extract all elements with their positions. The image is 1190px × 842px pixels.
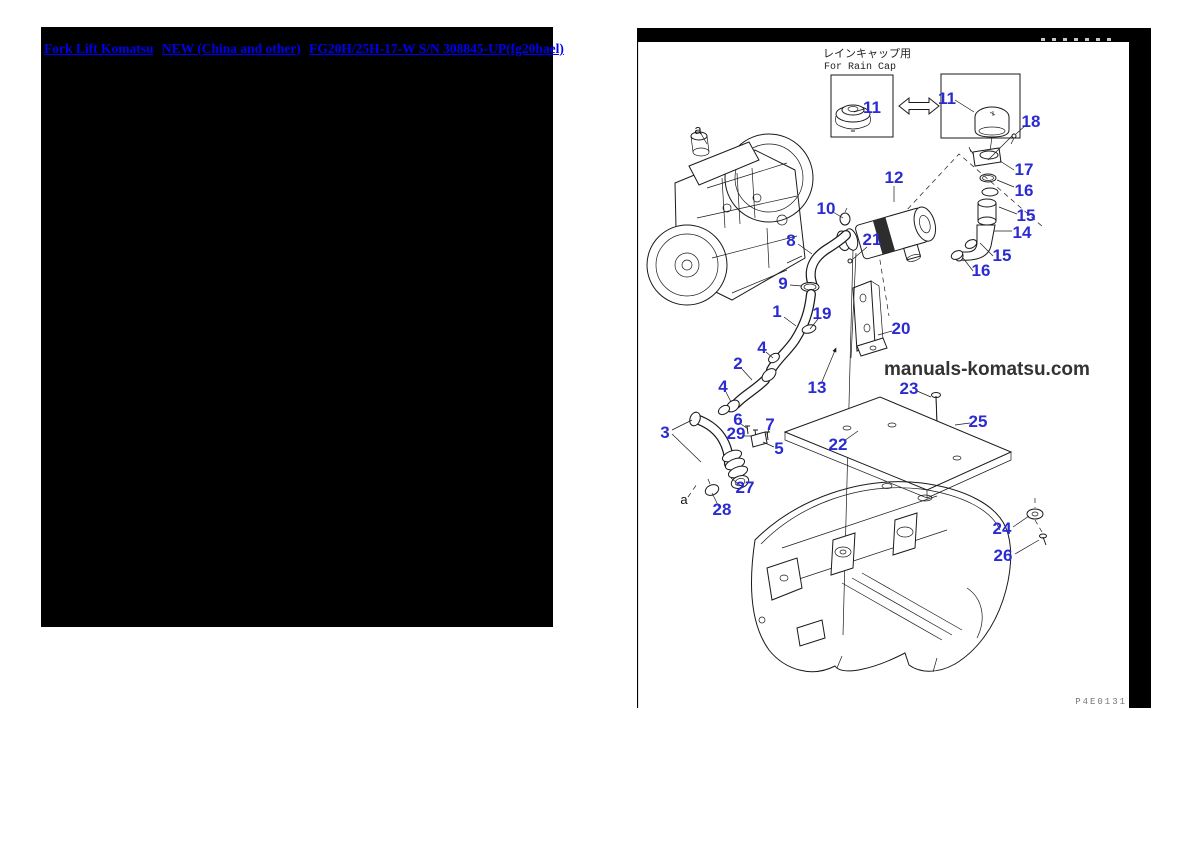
parts-diagram-svg: レインキャップ用 For Rain Cap <box>636 28 1151 708</box>
letter-a-hose: a <box>680 492 688 507</box>
callout-19[interactable]: 19 <box>813 304 832 323</box>
callout-16-upper[interactable]: 16 <box>1015 181 1034 200</box>
rain-cap-label-ja: レインキャップ用 <box>823 47 911 60</box>
callout-12[interactable]: 12 <box>885 168 904 187</box>
callout-23[interactable]: 23 <box>900 379 919 398</box>
callout-15-lower[interactable]: 15 <box>993 246 1012 265</box>
callout-21[interactable]: 21 <box>863 230 882 249</box>
callout-5[interactable]: 5 <box>774 439 783 458</box>
rain-cap-label-en: For Rain Cap <box>824 61 896 73</box>
callout-25[interactable]: 25 <box>969 412 988 431</box>
breadcrumb: Fork Lift Komatsu NEW (China and other) … <box>44 41 569 57</box>
clamp-28 <box>704 484 720 496</box>
elbow-27 <box>721 449 750 489</box>
callout-13[interactable]: 13 <box>808 378 827 397</box>
callout-11-dome[interactable]: 11 <box>938 89 956 108</box>
callout-4-lower[interactable]: 4 <box>718 377 728 396</box>
washer-24-screw-26 <box>1026 498 1047 546</box>
callout-10[interactable]: 10 <box>817 199 836 218</box>
clamp-10 <box>839 212 851 226</box>
header-tick-marks <box>1041 38 1111 41</box>
callout-28[interactable]: 28 <box>713 500 732 519</box>
callout-17[interactable]: 17 <box>1015 160 1034 179</box>
link-forklift-komatsu[interactable]: Fork Lift Komatsu <box>44 41 154 56</box>
link-serial-fig[interactable]: FG20H/25H-17-W S/N 308845-UP(fg20hael) <box>309 41 564 56</box>
letter-a-engine: a <box>694 122 702 137</box>
callout-22[interactable]: 22 <box>829 435 848 454</box>
callout-24[interactable]: 24 <box>993 519 1012 538</box>
callout-20[interactable]: 20 <box>892 319 911 338</box>
callout-29[interactable]: 29 <box>727 424 746 443</box>
callout-3[interactable]: 3 <box>660 423 669 442</box>
drawing-number: P4E0131 <box>1075 697 1127 707</box>
callout-9[interactable]: 9 <box>778 274 787 293</box>
callout-26[interactable]: 26 <box>994 546 1013 565</box>
callouts: 11 11 18 17 16 15 14 15 16 12 10 8 21 9 … <box>660 89 1040 565</box>
parts-diagram-page: レインキャップ用 For Rain Cap <box>636 28 1151 708</box>
link-model-family[interactable]: NEW (China and other) <box>161 41 301 56</box>
callout-18[interactable]: 18 <box>1022 112 1041 131</box>
rain-cap-dome-illustration <box>974 106 1010 159</box>
callout-11-flat[interactable]: 11 <box>863 98 881 117</box>
plate-22 <box>783 396 1013 499</box>
leader-lines <box>671 99 1040 555</box>
callout-16-lower[interactable]: 16 <box>972 261 991 280</box>
engine-illustration <box>646 131 814 306</box>
callout-4-upper[interactable]: 4 <box>757 338 767 357</box>
air-cleaner-illustration <box>836 206 937 262</box>
bracket-20 <box>850 252 888 359</box>
intake-stack <box>950 133 1017 262</box>
intake-hoses <box>726 230 851 413</box>
callout-15-upper[interactable]: 15 <box>1017 206 1036 225</box>
watermark: manuals-komatsu.com <box>884 359 1090 380</box>
callout-14[interactable]: 14 <box>1013 223 1032 242</box>
callout-6[interactable]: 6 <box>733 410 742 429</box>
body-illustration <box>750 481 1012 673</box>
callout-27[interactable]: 27 <box>736 478 755 497</box>
swap-arrow-icon <box>898 96 940 116</box>
page-frame <box>636 28 1151 708</box>
lower-hose-group <box>689 404 750 496</box>
callout-7[interactable]: 7 <box>765 415 774 434</box>
callout-1[interactable]: 1 <box>772 302 781 321</box>
callout-2[interactable]: 2 <box>733 354 742 373</box>
rain-cap-option-boxes <box>830 73 1021 159</box>
small-bolts-5-6-7-29 <box>745 258 853 448</box>
preview-panel: Fork Lift Komatsu NEW (China and other) … <box>41 27 564 627</box>
callout-8[interactable]: 8 <box>786 231 795 250</box>
